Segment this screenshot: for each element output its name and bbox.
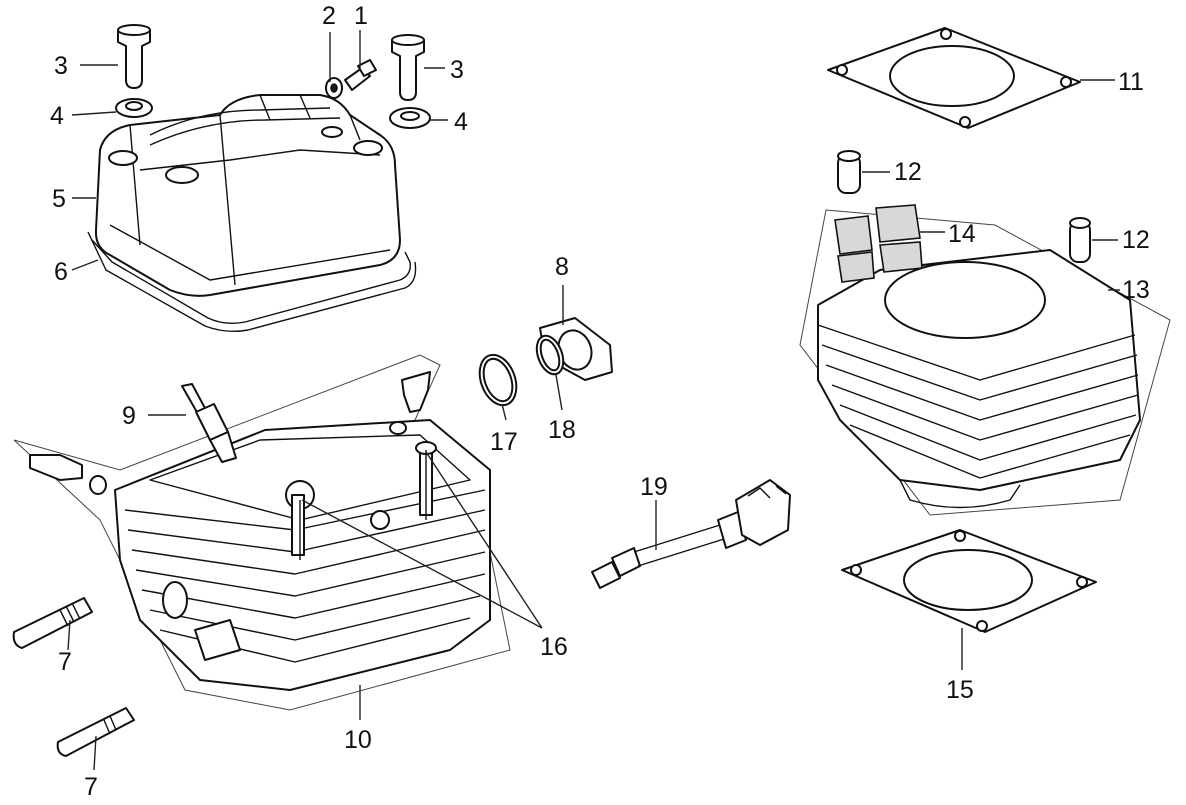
callout-12-lower: 12 — [1122, 226, 1150, 254]
dowel-pin-right — [1069, 217, 1091, 263]
valve-cover-gasket — [87, 231, 417, 333]
valve-cover — [94, 94, 401, 297]
cylinder-pads — [834, 204, 923, 283]
o-ring-large — [478, 353, 518, 407]
cover-bolt-left — [117, 24, 151, 89]
callout-19: 19 — [640, 473, 668, 501]
callout-7-lower: 7 — [84, 773, 98, 800]
side-fitting — [29, 454, 107, 495]
callout-18: 18 — [548, 416, 576, 444]
callout-15: 15 — [946, 676, 974, 704]
cylinder-block — [799, 209, 1171, 516]
washer-right — [389, 107, 431, 129]
callout-4-right: 4 — [454, 108, 468, 136]
dowel-pin-left — [837, 150, 861, 194]
small-washer — [325, 77, 343, 99]
callout-17: 17 — [490, 428, 518, 456]
callout-5: 5 — [52, 185, 66, 213]
oil-pipe — [591, 479, 791, 589]
callout-12-upper: 12 — [894, 158, 922, 186]
callout-6: 6 — [54, 258, 68, 286]
callout-labels: 1 2 3 3 4 4 5 6 7 7 8 9 10 11 12 12 13 1… — [50, 2, 1150, 801]
callout-1: 1 — [354, 2, 368, 30]
head-valve-cap — [389, 371, 431, 435]
callout-3-right: 3 — [450, 56, 464, 84]
callout-8: 8 — [555, 253, 569, 281]
washer-left — [115, 98, 153, 118]
callout-2: 2 — [322, 2, 336, 30]
callout-13: 13 — [1122, 276, 1150, 304]
callout-4-left: 4 — [50, 102, 64, 130]
callout-10: 10 — [344, 726, 372, 754]
callout-11: 11 — [1118, 68, 1144, 96]
guide-bolts — [299, 450, 427, 560]
stud-upper — [12, 597, 93, 649]
cylinder-head-gasket — [827, 27, 1081, 129]
callout-7-upper: 7 — [58, 648, 72, 676]
cylinder-base-gasket — [841, 529, 1097, 633]
callout-16: 16 — [540, 633, 568, 661]
leader-lines — [67, 30, 1120, 771]
o-ring-small — [535, 334, 565, 376]
small-bolt — [344, 59, 377, 91]
callout-14: 14 — [948, 220, 976, 248]
stud-lower — [56, 707, 135, 757]
cylinder-head — [13, 354, 511, 711]
cover-bolt-right — [391, 34, 425, 101]
callout-3-left: 3 — [54, 52, 68, 80]
callout-9: 9 — [122, 402, 136, 430]
spark-plug — [181, 383, 237, 463]
